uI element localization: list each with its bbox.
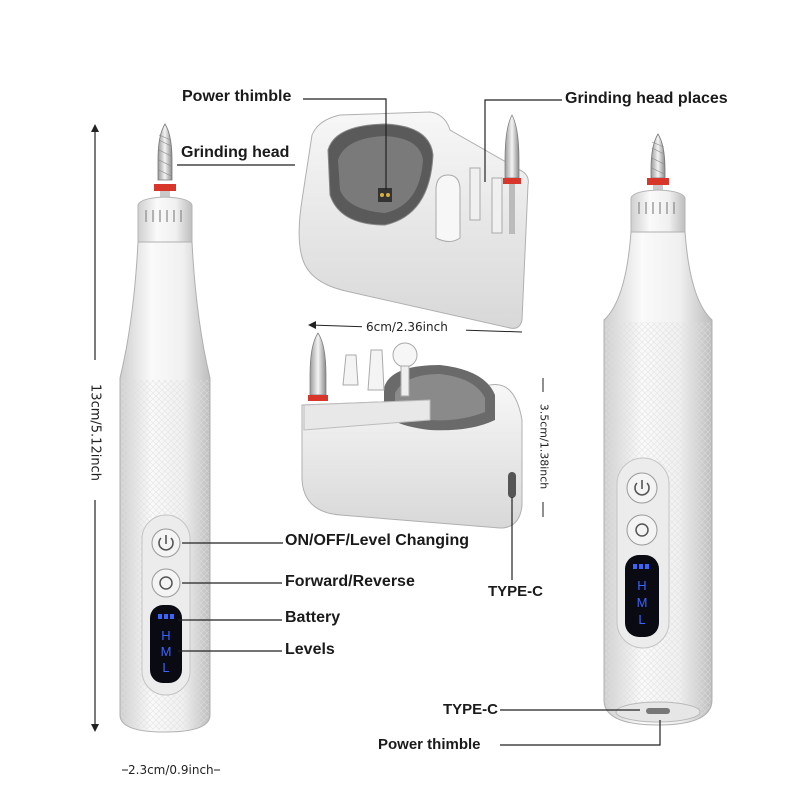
svg-text:H: H bbox=[637, 578, 646, 593]
callout-lines bbox=[177, 98, 661, 746]
middle-base bbox=[301, 332, 523, 529]
red-ring bbox=[154, 184, 176, 191]
label-power-thimble-top: Power thimble bbox=[182, 88, 292, 105]
label-grinding-head: Grinding head bbox=[181, 144, 290, 161]
dim-pen-width: 2.3cm/0.9inch bbox=[128, 763, 214, 777]
svg-text:L: L bbox=[638, 612, 645, 627]
level-h: H bbox=[161, 628, 170, 643]
label-battery: Battery bbox=[285, 609, 341, 626]
label-type-c-base: TYPE-C bbox=[488, 583, 544, 600]
top-base bbox=[298, 111, 529, 329]
svg-text:M: M bbox=[637, 595, 648, 610]
label-type-c-bottom: TYPE-C bbox=[443, 701, 499, 718]
level-m: M bbox=[161, 644, 172, 659]
reverse-icon bbox=[151, 568, 181, 598]
label-levels: Levels bbox=[285, 641, 335, 658]
display-panel bbox=[150, 605, 182, 683]
dim-base-width: 6cm/2.36inch bbox=[366, 320, 448, 334]
label-grinding-head-places: Grinding head places bbox=[565, 90, 728, 107]
label-forward-reverse: Forward/Reverse bbox=[285, 573, 415, 590]
dim-base-height: 3.5cm/1.38inch bbox=[537, 403, 551, 490]
label-power-thimble-bottom: Power thimble bbox=[378, 736, 481, 753]
right-pen: H M L bbox=[603, 133, 713, 726]
level-l: L bbox=[162, 660, 169, 675]
battery-icon bbox=[158, 614, 174, 619]
dim-length: 13cm/5.12inch bbox=[87, 384, 103, 481]
left-pen: H M L bbox=[119, 123, 211, 733]
label-on-off: ON/OFF/Level Changing bbox=[285, 532, 470, 549]
